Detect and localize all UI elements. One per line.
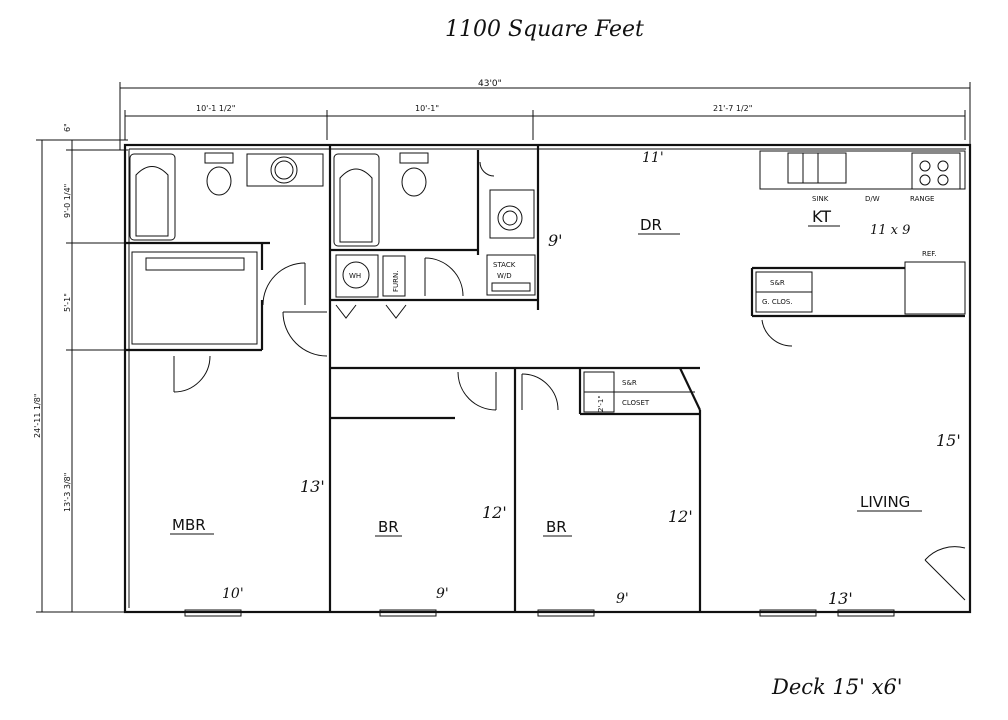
bath2-fixtures xyxy=(333,152,535,247)
mbr-width-dim: 10' xyxy=(222,586,244,602)
interior-walls xyxy=(125,145,965,612)
side-a-dim: 9'-0 1/4" xyxy=(63,184,72,218)
sink-label: SINK xyxy=(812,195,829,203)
side-c-dim: 13'-3 3/8" xyxy=(63,473,72,512)
side-overall-dim: 24'-11 1/8" xyxy=(33,393,42,438)
gclos-label: G. CLOS. xyxy=(762,298,793,306)
deck-note: Deck 15' x6' xyxy=(771,675,903,699)
exterior-walls xyxy=(123,143,972,614)
living-width-dim: 13' xyxy=(828,589,853,608)
dw-label: D/W xyxy=(865,195,880,203)
utility-area xyxy=(335,254,536,298)
br1-depth-dim: 12' xyxy=(482,503,507,522)
closet-sr-label: S&R xyxy=(622,379,637,387)
top-dimensions xyxy=(119,82,971,150)
room-label-living: LIVING xyxy=(860,493,910,511)
furnace xyxy=(382,255,406,297)
stack-label: STACK xyxy=(493,261,516,269)
closet-dim-label: 2'-1" xyxy=(597,395,605,412)
range-label: RANGE xyxy=(910,195,934,203)
closet-label: CLOSET xyxy=(622,399,650,407)
wd-label: W/D xyxy=(497,272,512,280)
sr-label: S&R xyxy=(770,279,785,287)
room-label-br1: BR xyxy=(378,518,399,536)
living-depth-dim: 15' xyxy=(936,431,961,450)
kt-dim: 11 x 9 xyxy=(870,223,910,238)
br2-width-dim: 9' xyxy=(616,591,629,607)
dishwasher xyxy=(817,152,847,184)
windows xyxy=(184,609,895,617)
side-b-dim: 5'-1" xyxy=(63,293,72,312)
br1-width-dim: 9' xyxy=(436,586,449,602)
stack-washer-dryer xyxy=(486,254,536,296)
water-heater xyxy=(342,261,370,289)
dr-width-dim: 11' xyxy=(642,150,664,166)
side-top-dim: 6" xyxy=(63,123,72,132)
top-right-dim: 21'-7 1/2" xyxy=(713,104,752,113)
overall-width-dim: 43'0" xyxy=(478,79,502,89)
top-mid-dim: 10'-1" xyxy=(415,104,439,113)
room-label-br2: BR xyxy=(546,518,567,536)
dr-depth-dim: 9' xyxy=(548,231,563,250)
furn-label: FURN. xyxy=(392,271,400,292)
bath1-fixtures xyxy=(129,152,324,241)
room-label-mbr: MBR xyxy=(172,516,206,534)
br2-closet xyxy=(583,371,695,413)
range xyxy=(911,152,961,190)
mbr-depth-dim: 13' xyxy=(300,477,325,496)
kitchen-fixtures xyxy=(755,150,966,315)
top-left-dim: 10'-1 1/2" xyxy=(196,104,235,113)
door-swings xyxy=(173,161,966,601)
refrigerator xyxy=(904,261,966,315)
wh-label: WH xyxy=(349,272,361,280)
ref-label: REF. xyxy=(922,250,936,258)
room-label-dr: DR xyxy=(640,216,662,234)
hall-closet xyxy=(131,251,258,345)
left-dimensions xyxy=(36,139,128,613)
plan-title: 1100 Square Feet xyxy=(445,17,644,42)
br2-depth-dim: 12' xyxy=(668,507,693,526)
room-label-kt: KT xyxy=(812,207,831,226)
